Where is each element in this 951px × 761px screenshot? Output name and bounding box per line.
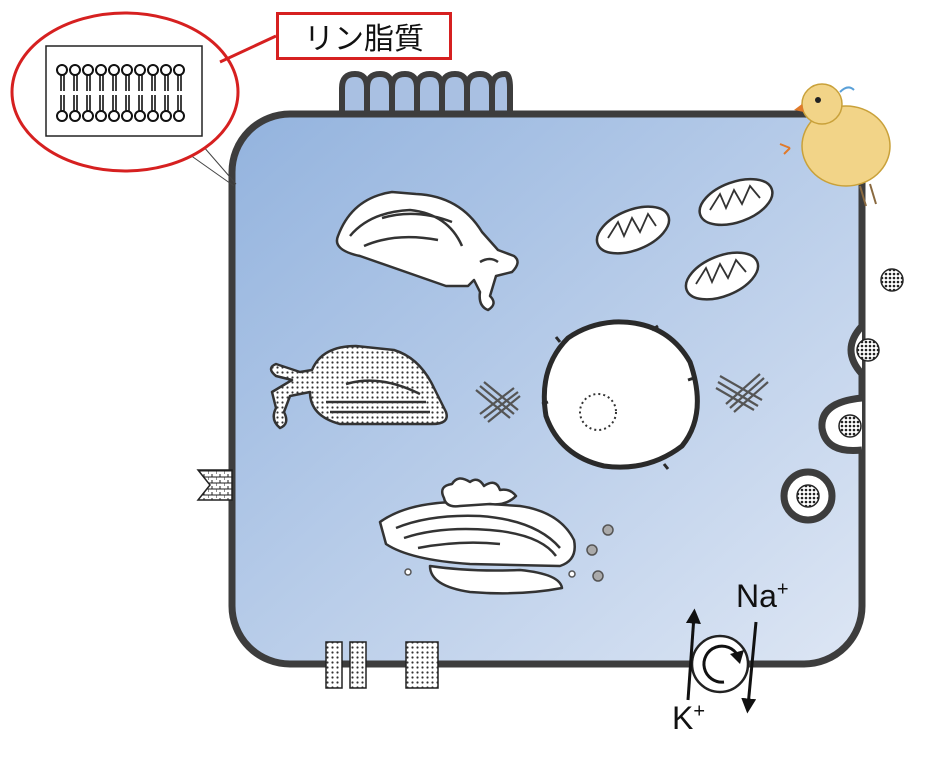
secretory-vesicles [404, 524, 614, 582]
callout-connector [219, 34, 277, 64]
nucleus [541, 319, 700, 470]
chick-illustration [779, 83, 891, 207]
external-particle [880, 268, 904, 292]
sodium-ion-label: Na+ [736, 578, 789, 614]
carrier-protein [405, 641, 439, 689]
channel-left-b [349, 641, 367, 689]
membrane-receptor [196, 469, 233, 501]
sodium-potassium-pump [685, 608, 758, 714]
nucleolus [579, 393, 617, 431]
smooth-er [335, 190, 519, 312]
centriole-right [715, 373, 769, 413]
mitochondrion-3 [684, 251, 760, 301]
microvilli [339, 71, 513, 118]
k-arrow [685, 608, 701, 701]
mitochondria [595, 177, 774, 301]
phospholipid-label: リン脂質 [276, 12, 452, 60]
golgi-apparatus [378, 477, 576, 595]
mitochondrion-1 [595, 205, 671, 255]
endocytosis-stages [780, 268, 904, 524]
membrane-channels [325, 641, 439, 689]
potassium-ion-label: K+ [672, 700, 706, 736]
mitochondrion-2 [698, 177, 774, 227]
na-arrow [741, 621, 758, 714]
rough-er [269, 344, 448, 430]
centriole-left [475, 381, 521, 423]
channel-left-a [325, 641, 343, 689]
phospholipid-bilayer-icon [45, 45, 203, 137]
